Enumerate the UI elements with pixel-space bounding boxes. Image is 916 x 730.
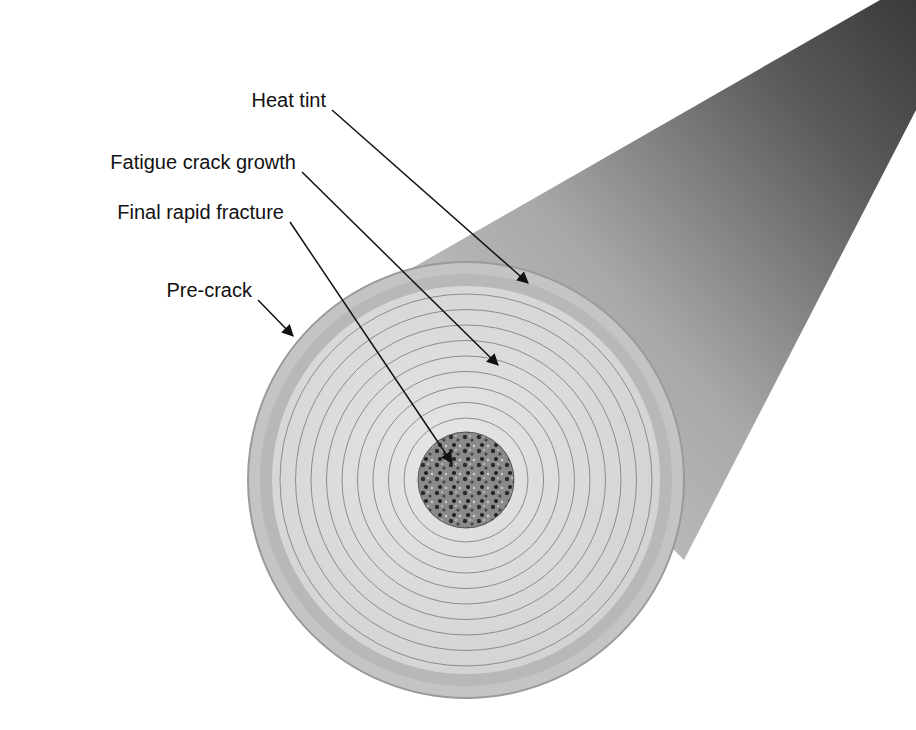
beach-mark [342,356,590,604]
beach-mark [373,387,559,573]
part-label: Fatigue crack growth [110,150,296,174]
fatigue-zone [272,286,660,674]
beach-mark [327,341,606,620]
beach-mark [404,418,528,542]
leader-lines [258,110,528,463]
leader-line [332,110,528,283]
leader-line [290,222,452,463]
leader-line [302,172,498,365]
pre-crack-ring [248,262,684,698]
final-fracture-zone [418,432,514,528]
leader-line [258,300,293,336]
beach-mark [358,372,575,589]
beach-mark [311,325,621,635]
beach-mark [280,294,652,666]
heat-tint-band [260,274,672,686]
beach-mark [389,403,544,558]
beach-marks [280,294,652,666]
part-label: Heat tint [252,88,326,112]
part-label: Pre-crack [166,278,252,302]
part-label: Final rapid fracture [117,200,284,224]
beach-mark [296,310,637,651]
